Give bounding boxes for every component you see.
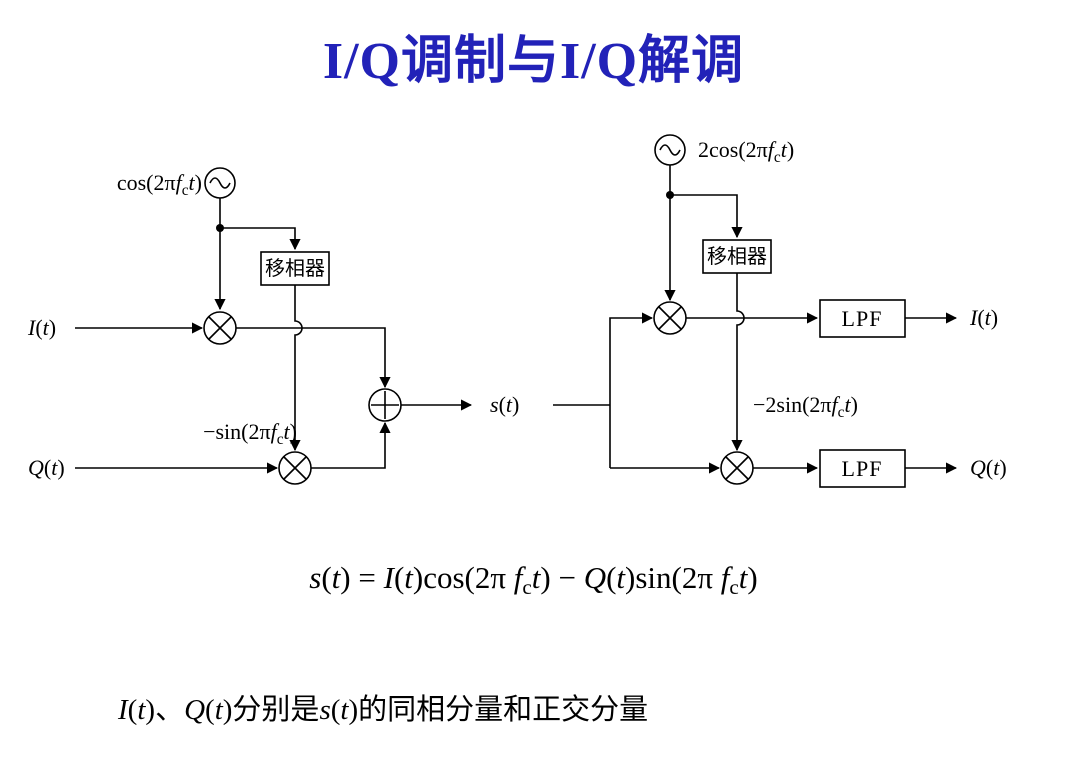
demodulator-diagram: 2cos(2πfct) 移相器 LPF I(t) −2sin(2πfct) LP… xyxy=(553,134,1007,488)
input-q-label: Q(t) xyxy=(28,455,65,480)
carrier-cos-label: cos(2πfct) xyxy=(117,170,202,199)
lpf-top-label: LPF xyxy=(842,306,883,331)
sine-wave-icon xyxy=(209,177,231,189)
wire xyxy=(731,273,745,452)
multiply-cross-icon xyxy=(283,456,307,480)
sine-wave-icon xyxy=(659,144,681,156)
phase-shifter-box xyxy=(702,239,772,274)
output-i-label: I(t) xyxy=(969,305,998,330)
multiply-cross-icon xyxy=(725,456,749,480)
wire xyxy=(220,227,301,251)
caption-text: I(t)、Q(t)分别是s(t)的同相分量和正交分量 xyxy=(118,694,649,726)
modulator-diagram: cos(2πfct) 移相器 I(t) −sin(2πfct) Q(t) xyxy=(27,167,519,485)
lpf-box-bottom xyxy=(819,449,906,488)
wire xyxy=(609,312,654,468)
input-i-label: I(t) xyxy=(27,315,56,340)
plus-icon xyxy=(371,391,399,419)
modulation-equation: s(t) = I(t)cos(2π fct) − Q(t)sin(2π fct) xyxy=(309,560,758,599)
page-title: I/Q调制与I/Q解调 xyxy=(322,33,745,90)
carrier-2sin-label: −2sin(2πfct) xyxy=(753,392,858,421)
lpf-box-top xyxy=(819,299,906,338)
phase-shifter-label: 移相器 xyxy=(265,257,325,280)
lpf-bottom-label: LPF xyxy=(842,456,883,481)
phase-shifter-label: 移相器 xyxy=(707,245,767,268)
output-q-label: Q(t) xyxy=(970,455,1007,480)
carrier-2cos-label: 2cos(2πfct) xyxy=(698,137,794,166)
multiply-cross-icon xyxy=(208,316,232,340)
multiply-cross-icon xyxy=(658,306,682,330)
carrier-sin-label: −sin(2πfct) xyxy=(203,419,297,448)
wire xyxy=(670,194,743,239)
modulator-output-label: s(t) xyxy=(490,392,519,417)
wire xyxy=(311,421,391,469)
wire xyxy=(236,327,391,389)
